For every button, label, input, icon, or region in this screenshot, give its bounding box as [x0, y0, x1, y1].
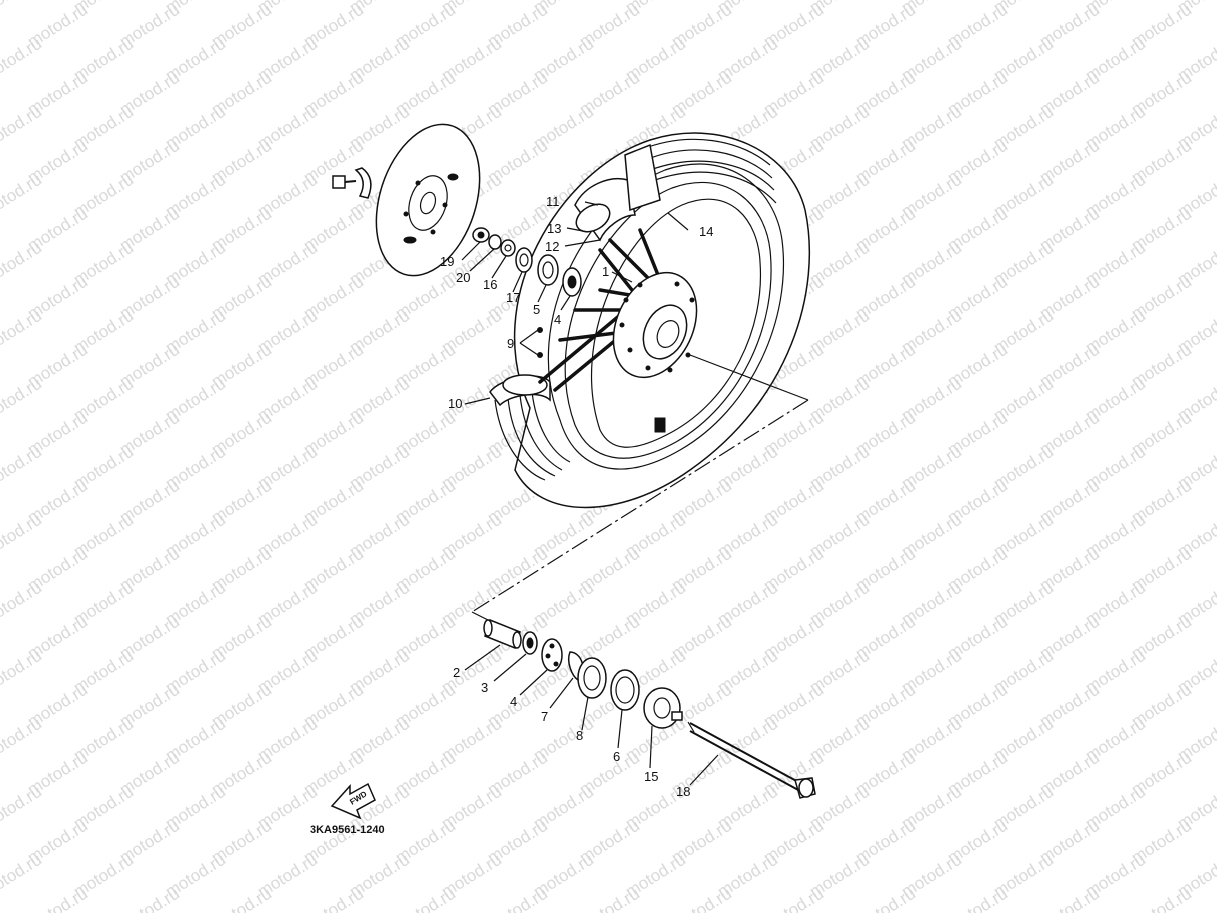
collar-16[interactable] — [500, 239, 516, 257]
tire-section-top[interactable] — [571, 143, 661, 242]
callout-4-lower: 4 — [510, 694, 517, 709]
explode-line — [471, 354, 809, 621]
axle-18[interactable] — [687, 721, 816, 799]
callout-6: 6 — [613, 749, 620, 764]
brake-disc[interactable] — [358, 111, 498, 289]
leader-lines — [461, 201, 719, 786]
bearing-4-lower[interactable] — [541, 638, 563, 672]
spoke-nipples-9[interactable] — [537, 327, 543, 358]
callout-2: 2 — [453, 665, 460, 680]
callout-17: 17 — [506, 290, 520, 305]
callout-19: 19 — [440, 254, 454, 269]
oil-seal-17[interactable] — [515, 247, 533, 273]
valve[interactable] — [654, 417, 666, 433]
callout-1: 1 — [602, 264, 609, 279]
tire-section-bottom[interactable] — [489, 374, 551, 407]
callout-18: 18 — [676, 784, 690, 799]
bearing-4-upper[interactable] — [562, 267, 582, 297]
callout-10: 10 — [448, 396, 462, 411]
callout-3: 3 — [481, 680, 488, 695]
seal-3[interactable] — [522, 631, 538, 655]
fwd-arrow-icon: FWD — [330, 782, 376, 820]
wheel-hub[interactable] — [597, 259, 712, 391]
retainer-8[interactable] — [577, 657, 607, 699]
callout-16: 16 — [483, 277, 497, 292]
washer-20[interactable] — [488, 234, 502, 250]
callout-15: 15 — [644, 769, 658, 784]
callout-8: 8 — [576, 728, 583, 743]
callout-11: 11 — [546, 194, 560, 209]
callout-14: 14 — [699, 224, 713, 239]
diagram-code: 3KA9561-1240 — [310, 824, 385, 836]
spacer-2[interactable] — [483, 619, 522, 649]
disc-bolt[interactable] — [332, 175, 357, 189]
callout-13: 13 — [547, 221, 561, 236]
callout-12: 12 — [545, 239, 559, 254]
seal-5[interactable] — [537, 254, 559, 286]
nut-19[interactable] — [472, 227, 490, 243]
callout-20: 20 — [456, 270, 470, 285]
disc-lock-washer[interactable] — [354, 167, 372, 199]
callout-7: 7 — [541, 709, 548, 724]
callout-9: 9 — [507, 336, 514, 351]
callout-5: 5 — [533, 302, 540, 317]
callout-4-upper: 4 — [554, 312, 561, 327]
oil-seal-6[interactable] — [610, 669, 640, 711]
gear-unit-15[interactable] — [643, 687, 683, 729]
